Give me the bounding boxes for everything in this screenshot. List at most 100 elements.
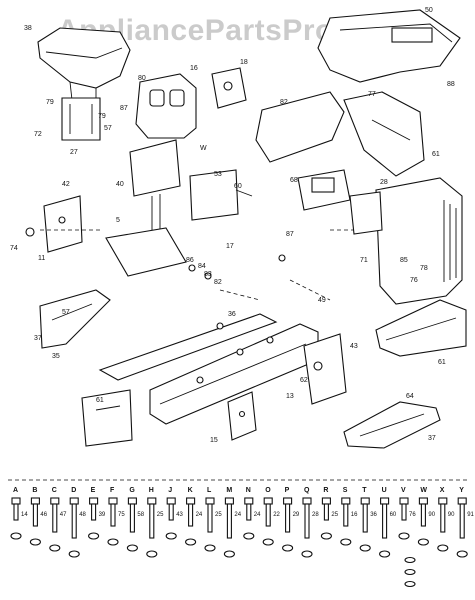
bolt-shank-icon [32,503,38,527]
hardware-letter: E [91,487,96,494]
nut-icon [49,544,61,552]
hardware-number: 25 [331,512,338,518]
bolt-head-icon [380,497,390,505]
part-label: 15 [210,437,218,444]
hardware-number: 91 [467,512,474,518]
hardware-number: 24 [254,512,261,518]
bolt-shank-icon [246,503,252,521]
side-panel-right [343,91,425,177]
bolt-shank-icon [149,503,155,539]
part-label: 77 [368,91,376,98]
part-label: W [200,145,207,152]
nut-icon [107,538,119,546]
hardware-letter: H [149,487,154,494]
part-label: 16 [190,65,198,72]
nut-icon [68,550,80,558]
hardware-number: 58 [137,512,144,518]
hardware-letter: A [13,487,18,494]
steering-column [129,139,181,197]
hardware-number: 14 [21,512,28,518]
nut-icon [456,550,468,558]
washer-icon [404,580,416,588]
part-label: 61 [96,397,104,404]
bolt-head-icon [399,497,409,505]
hardware-letter: V [401,487,406,494]
part-label: 86 [186,257,194,264]
side-panel-left [255,91,345,163]
bolt-head-icon [244,497,254,505]
part-label: 83 [204,271,212,278]
bolt-shank-icon [207,503,213,533]
nut-icon [29,538,41,546]
bolt-shank-icon [362,503,368,533]
part-label: 38 [24,25,32,32]
part-label: 88 [447,81,455,88]
part-label: 57 [104,125,112,132]
hardware-number: 25 [157,512,164,518]
part-label: 37 [428,435,436,442]
part-label: 35 [52,353,60,360]
part-label: 61 [438,359,446,366]
part-label: 79 [98,113,106,120]
nut-icon [146,550,158,558]
bolt-shank-icon [52,503,58,533]
bolt-head-icon [147,497,157,505]
part-label: 82 [280,99,288,106]
part-label: 40 [116,181,124,188]
seat-pan [37,27,131,89]
fender-bracket [43,195,83,253]
hardware-letter: F [110,487,115,494]
part-label: 64 [406,393,414,400]
hood [317,9,461,83]
bolt-shank-icon [323,503,329,521]
hardware-number: 76 [409,512,416,518]
part-label: 82 [214,279,222,286]
nut-icon [282,544,294,552]
bolt-head-icon [360,497,370,505]
part-label: 27 [70,149,78,156]
floor-platform [105,227,187,277]
hardware-letter: R [323,487,328,494]
part-label: 5 [116,217,120,224]
bolt-head-icon [50,497,60,505]
front-grille [375,177,463,305]
hardware-letter: C [52,487,57,494]
left-footrest [39,289,111,349]
hardware-letter: L [207,487,212,494]
nut-icon [398,532,410,540]
part-label: 49 [318,297,326,304]
nut-icon [126,544,138,552]
hardware-number: 28 [312,512,319,518]
part-number-labels: 38 50 88 16 18 80 82 77 79 27 79 87 57 W… [10,7,455,444]
nut-icon [417,538,429,546]
seat-bracket [61,97,101,141]
hardware-number: 24 [196,512,203,518]
nut-icon [379,550,391,558]
part-label: 50 [425,7,433,14]
part-label: 80 [138,75,146,82]
hardware-number: 46 [40,512,47,518]
hardware-letter: G [129,487,135,494]
part-label: 57 [62,309,70,316]
bolt-shank-icon [343,503,349,527]
nut-icon [165,532,177,540]
bolt-shank-icon [401,503,407,521]
bolt-head-icon [438,497,448,505]
bolt-shank-icon [285,503,291,533]
part-label: 61 [432,151,440,158]
hardware-letter: X [440,487,445,494]
part-label: 17 [226,243,234,250]
part-label: 76 [410,277,418,284]
part-label: 68 [290,177,298,184]
hardware-letter: P [285,487,290,494]
part-label: 85 [400,257,408,264]
rear-plate [81,389,133,447]
hardware-letter: J [168,487,172,494]
part-label: 78 [420,265,428,272]
nut-icon [262,538,274,546]
hardware-number: 39 [99,512,106,518]
bolt-shank-icon [71,503,77,539]
part-label: 18 [240,59,248,66]
hardware-number: 90 [428,512,435,518]
